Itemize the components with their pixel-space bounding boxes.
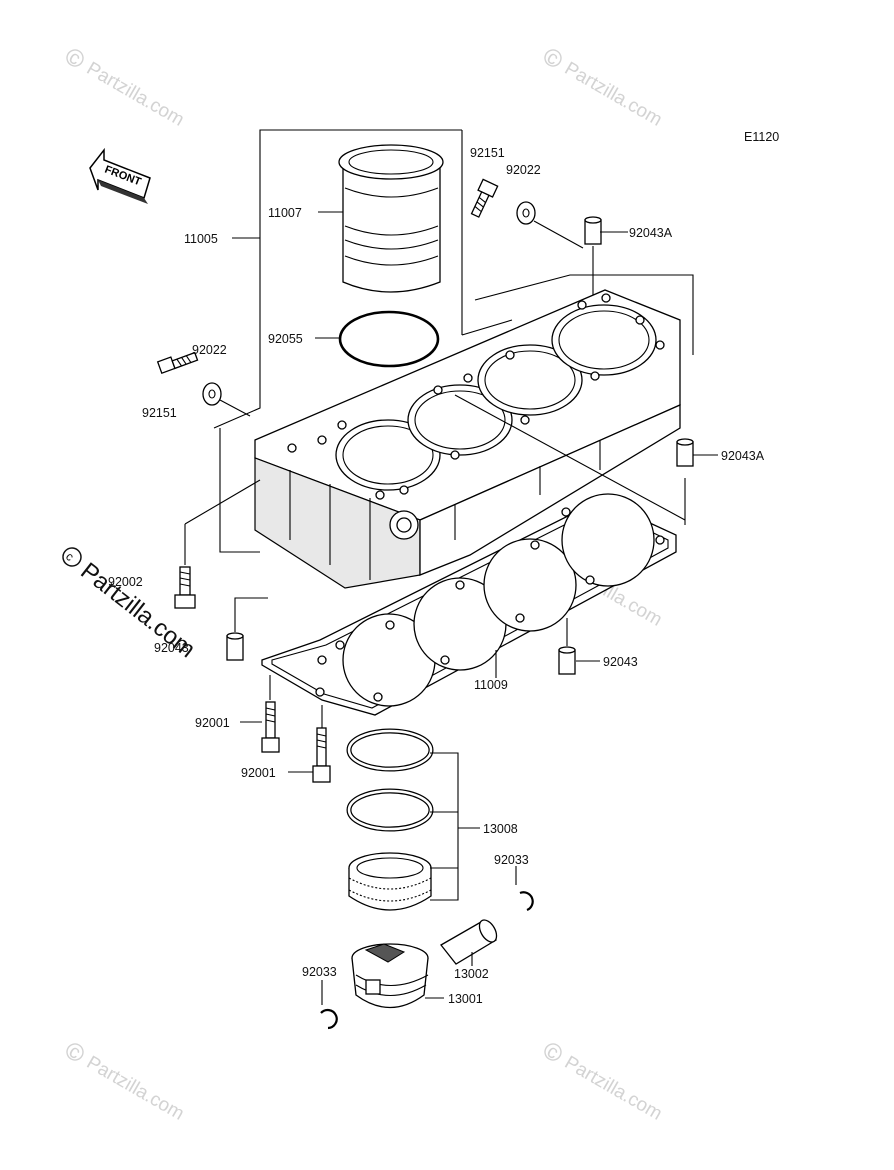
dowel-pin-icon [676, 438, 694, 467]
stud-bolt-icon [174, 566, 196, 609]
watermark: c Partzilla.com [65, 47, 188, 131]
head-gasket [261, 493, 677, 716]
part-label-92002[interactable]: 92002 [108, 575, 143, 589]
piston [351, 943, 429, 1008]
dowel-pin-icon [584, 216, 602, 245]
part-label-11009[interactable]: 11009 [474, 678, 508, 692]
bolt-icon [261, 701, 280, 753]
part-label-92022[interactable]: 92022 [192, 343, 227, 357]
o-ring [338, 310, 440, 368]
bolt-icon [156, 351, 199, 374]
svg-text:Partzilla.com: Partzilla.com [561, 1052, 666, 1125]
part-label-11005[interactable]: 11005 [184, 232, 218, 246]
diagram-code: E1120 [744, 130, 779, 144]
bolt-icon [312, 727, 331, 783]
part-label-92055[interactable]: 92055 [268, 332, 303, 346]
watermark: c Partzilla.com [543, 1041, 666, 1125]
front-arrow-icon: FRONT [89, 147, 151, 204]
bracket-lines [213, 129, 694, 553]
part-label-92022[interactable]: 92022 [506, 163, 541, 177]
cylinder-liner [338, 144, 444, 293]
part-label-13002[interactable]: 13002 [454, 967, 489, 981]
bolt-icon [470, 178, 499, 218]
part-label-92001[interactable]: 92001 [241, 766, 276, 780]
svg-text:c: c [543, 47, 562, 70]
part-label-92043A[interactable]: 92043A [629, 226, 673, 240]
circlip-icon [519, 891, 534, 912]
part-label-92151[interactable]: 92151 [470, 146, 505, 160]
part-labels: 11007 11005 92151 92022 92043A 92055 920… [108, 146, 765, 1006]
part-label-92043[interactable]: 92043 [154, 641, 189, 655]
washer-icon [516, 201, 536, 225]
dowel-pin-icon [226, 632, 244, 661]
piston-ring-set [346, 728, 434, 911]
svg-text:c: c [543, 1041, 562, 1064]
part-label-13001[interactable]: 13001 [448, 992, 483, 1006]
svg-text:c: c [65, 47, 84, 70]
cylinder-block [254, 289, 681, 589]
piston-pin [440, 919, 498, 965]
svg-text:Partzilla.com: Partzilla.com [83, 58, 188, 131]
part-label-92033[interactable]: 92033 [494, 853, 529, 867]
circlip-icon [320, 1008, 338, 1030]
svg-text:Partzilla.com: Partzilla.com [83, 1052, 188, 1125]
part-label-11007[interactable]: 11007 [268, 206, 302, 220]
part-label-92043A[interactable]: 92043A [721, 449, 765, 463]
part-label-92043[interactable]: 92043 [603, 655, 638, 669]
watermark: c Partzilla.com [65, 1041, 188, 1125]
watermark: c Partzilla.com [543, 47, 666, 131]
part-label-92151[interactable]: 92151 [142, 406, 177, 420]
svg-text:Partzilla.com: Partzilla.com [561, 58, 666, 131]
svg-text:c: c [65, 1041, 84, 1064]
part-label-92001[interactable]: 92001 [195, 716, 230, 730]
part-label-13008[interactable]: 13008 [483, 822, 518, 836]
dowel-pin-icon [558, 646, 576, 675]
part-label-92033[interactable]: 92033 [302, 965, 337, 979]
washer-icon [202, 382, 222, 406]
